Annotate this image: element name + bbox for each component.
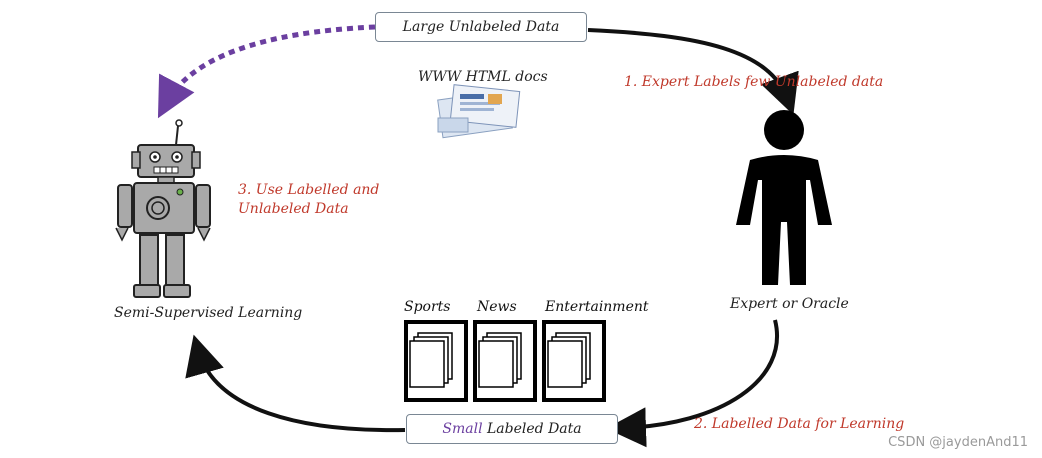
category-entertainment: Entertainment xyxy=(545,299,649,315)
person-icon xyxy=(736,110,832,285)
category-news: News xyxy=(477,299,517,315)
arrow-to-expert xyxy=(587,28,799,116)
labeled-data-word: Labeled Data xyxy=(482,421,582,437)
web-docs-icon xyxy=(437,84,521,139)
step-1-label: 1. Expert Labels few Unlabeled data xyxy=(624,74,884,90)
large-unlabeled-data-label: Large Unlabeled Data xyxy=(402,19,560,35)
step-2-label: 2. Labelled Data for Learning xyxy=(694,416,905,432)
www-html-docs-label: WWW HTML docs xyxy=(418,69,548,85)
large-unlabeled-data-box: Large Unlabeled Data xyxy=(375,12,587,42)
semi-supervised-learning-label: Semi-Supervised Learning xyxy=(114,305,303,321)
document-stack-icon xyxy=(542,320,606,402)
small-word: Small xyxy=(442,421,483,437)
expert-oracle-label: Expert or Oracle xyxy=(730,296,849,312)
arrow-to-labeled xyxy=(606,319,779,448)
dashed-arrow-to-robot xyxy=(157,24,376,119)
small-labeled-data-label: Small Labeled Data xyxy=(442,421,581,437)
category-sports: Sports xyxy=(404,299,451,315)
step-3-label-line2: Unlabeled Data xyxy=(238,201,349,217)
arrow-to-robot xyxy=(185,334,406,433)
watermark: CSDN @jaydenAnd11 xyxy=(888,435,1028,450)
small-labeled-data-box: Small Labeled Data xyxy=(406,414,618,444)
document-stack-icon xyxy=(473,320,537,402)
document-stack-icon xyxy=(404,320,468,402)
robot-icon xyxy=(115,119,211,298)
step-3-label-line1: 3. Use Labelled and xyxy=(238,182,380,198)
